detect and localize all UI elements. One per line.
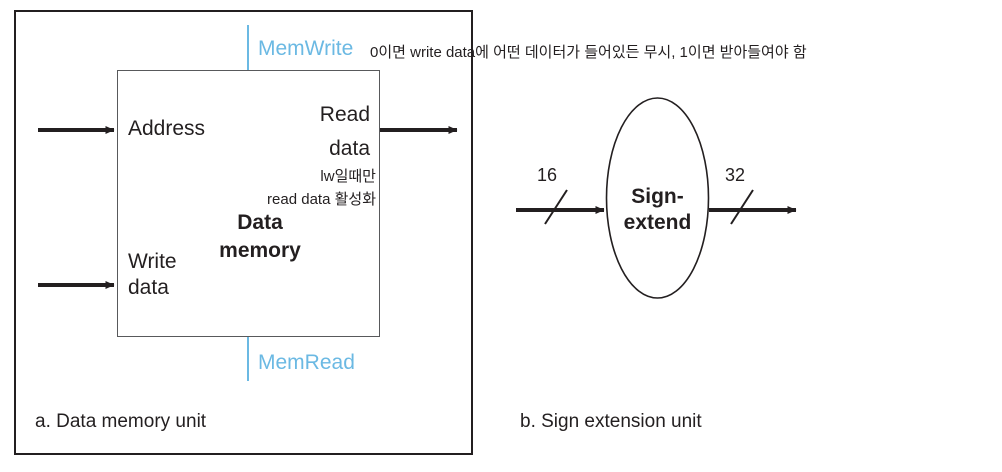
- data-memory-block-label-line2: memory: [219, 239, 301, 262]
- read-data-annotation-line2: read data 활성화: [267, 191, 376, 208]
- memwrite-annotation: 0이면 write data에 어떤 데이터가 들어있든 무시, 1이면 받아들…: [370, 44, 807, 61]
- read-data-annotation-line1: lw일때만: [320, 168, 376, 185]
- read-data-port-label-line1: Read: [319, 103, 370, 126]
- memwrite-control-line: [247, 25, 249, 70]
- sign-extend-output-bus-slash: [730, 189, 754, 225]
- caption-figure-b: b. Sign extension unit: [520, 411, 702, 432]
- sign-extend-block-label-line2: extend: [623, 211, 692, 234]
- address-port-label: Address: [128, 117, 206, 140]
- data-memory-box: [117, 70, 380, 337]
- caption-figure-a: a. Data memory unit: [35, 411, 207, 432]
- memread-label: MemRead: [258, 351, 355, 374]
- sign-extend-output-width-label: 32: [725, 165, 746, 185]
- memread-control-line: [247, 337, 249, 381]
- memwrite-label: MemWrite: [258, 37, 354, 60]
- sign-extend-input-bus-slash: [544, 189, 568, 225]
- figure-a-frame: [14, 10, 473, 455]
- read-data-port-label-line2: data: [329, 137, 370, 160]
- write-data-port-label-line2: data: [128, 276, 169, 299]
- sign-extend-input-width-label: 16: [537, 165, 558, 185]
- sign-extend-block-label-line1: Sign-: [631, 185, 684, 208]
- data-memory-block-label-line1: Data: [237, 211, 283, 234]
- write-data-port-label-line1: Write: [128, 250, 177, 273]
